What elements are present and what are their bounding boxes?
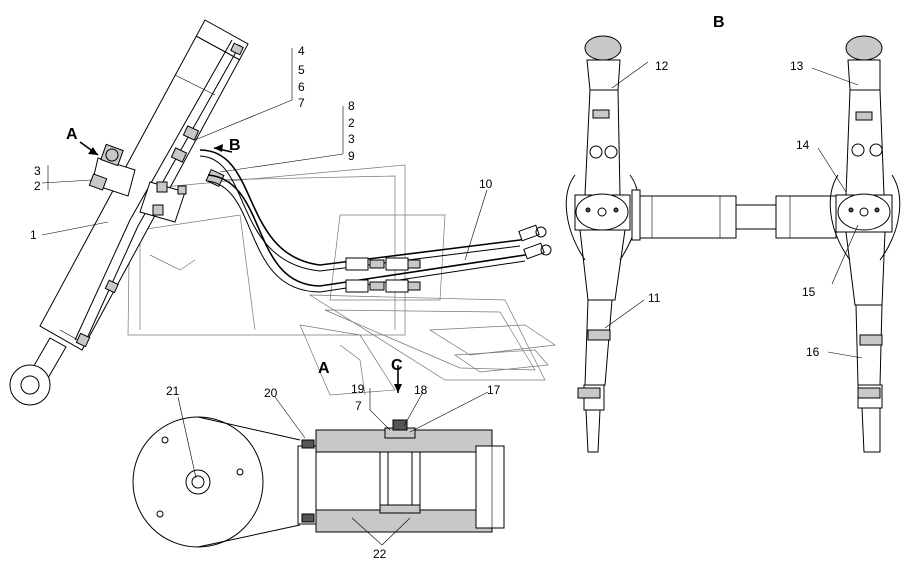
section-title-a: A xyxy=(318,360,330,377)
callout-9: 9 xyxy=(348,149,355,163)
view-b-assembly xyxy=(565,35,901,453)
section-c-valve xyxy=(315,419,505,533)
callout-22: 22 xyxy=(373,547,387,561)
callout-12: 12 xyxy=(655,59,669,73)
tractor-frame-outline xyxy=(127,164,556,396)
callout-13: 13 xyxy=(790,59,804,73)
callout-3: 3 xyxy=(34,164,41,178)
callout-17: 17 xyxy=(487,383,501,397)
view-a-motor xyxy=(132,416,317,548)
callout-10: 10 xyxy=(479,177,493,191)
callout-15: 15 xyxy=(802,285,816,299)
view-label-b: B xyxy=(229,137,241,154)
callout-7b: 7 xyxy=(355,399,362,413)
callout-16: 16 xyxy=(806,345,820,359)
hydraulic-hoses xyxy=(199,149,552,293)
hydraulic-cylinder xyxy=(9,19,249,406)
view-arrows xyxy=(79,141,402,393)
callout-20: 20 xyxy=(264,386,278,400)
callout-11: 11 xyxy=(648,291,661,305)
view-title-b: B xyxy=(713,14,725,31)
callout-18: 18 xyxy=(414,383,428,397)
section-title-c: C xyxy=(391,357,403,374)
callout-4: 4 xyxy=(298,44,305,58)
callout-6: 6 xyxy=(298,80,305,94)
callout-14: 14 xyxy=(796,138,810,152)
callout-1: 1 xyxy=(30,228,37,242)
callout-19: 19 xyxy=(351,382,365,396)
callout-3b: 3 xyxy=(348,132,355,146)
callout-5: 5 xyxy=(298,63,305,77)
callout-7: 7 xyxy=(298,96,305,110)
callout-2: 2 xyxy=(34,179,41,193)
leader-lines xyxy=(41,48,863,546)
callout-2b: 2 xyxy=(348,116,355,130)
view-label-a: A xyxy=(66,126,78,143)
callout-8: 8 xyxy=(348,99,355,113)
labels: A B B A C 1 2 3 4 5 6 7 8 2 3 9 10 11 12… xyxy=(30,14,820,561)
callout-21: 21 xyxy=(166,384,180,398)
